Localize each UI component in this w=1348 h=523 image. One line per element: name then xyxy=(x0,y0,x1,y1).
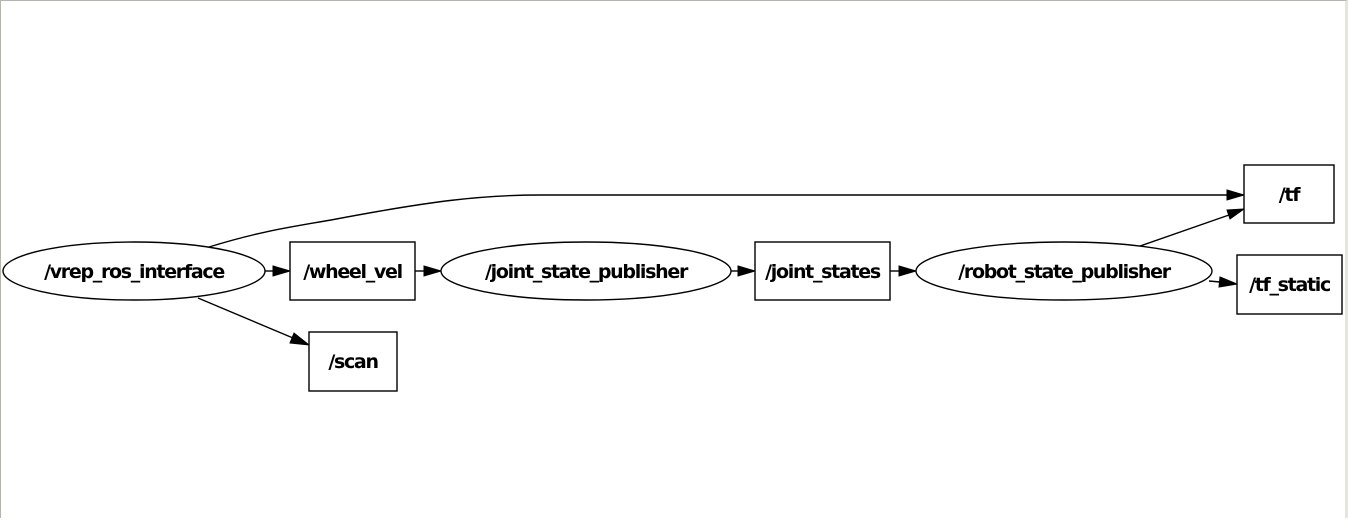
graph-node-vrep-ros-interface[interactable]: /vrep_ros_interface xyxy=(2,241,266,301)
topic-label: /joint_states xyxy=(765,261,881,283)
edge-vrep-to-wheel-vel xyxy=(265,265,292,277)
graph-topic-tf-static[interactable]: /tf_static xyxy=(1236,254,1343,315)
edge-rsp-to-tf xyxy=(1139,208,1246,247)
edges xyxy=(197,189,1246,346)
edge-vrep-to-tf xyxy=(208,189,1246,248)
edge-joint-states-to-rsp xyxy=(890,265,918,277)
node-label: /robot_state_publisher xyxy=(958,261,1171,283)
graph-topic-tf[interactable]: /tf xyxy=(1243,164,1335,224)
topic-label: /tf_static xyxy=(1249,274,1330,296)
topic-label: /scan xyxy=(328,351,378,373)
graph-topic-joint-states[interactable]: /joint_states xyxy=(754,241,891,301)
edge-jsp-to-joint-states xyxy=(731,265,757,277)
graph-topic-wheel-vel[interactable]: /wheel_vel xyxy=(289,241,416,301)
edge-vrep-to-scan xyxy=(197,297,311,346)
topic-label: /tf xyxy=(1279,184,1301,206)
node-label: /vrep_ros_interface xyxy=(44,261,224,283)
graph-node-robot-state-publisher[interactable]: /robot_state_publisher xyxy=(915,241,1213,301)
graph-node-joint-state-publisher[interactable]: /joint_state_publisher xyxy=(440,241,732,301)
edge-wheel-vel-to-jsp xyxy=(415,265,443,277)
topic-label: /wheel_vel xyxy=(303,261,402,283)
graph-topic-scan[interactable]: /scan xyxy=(308,331,398,392)
node-label: /joint_state_publisher xyxy=(485,261,689,283)
edge-rsp-to-tf-static xyxy=(1208,276,1239,288)
